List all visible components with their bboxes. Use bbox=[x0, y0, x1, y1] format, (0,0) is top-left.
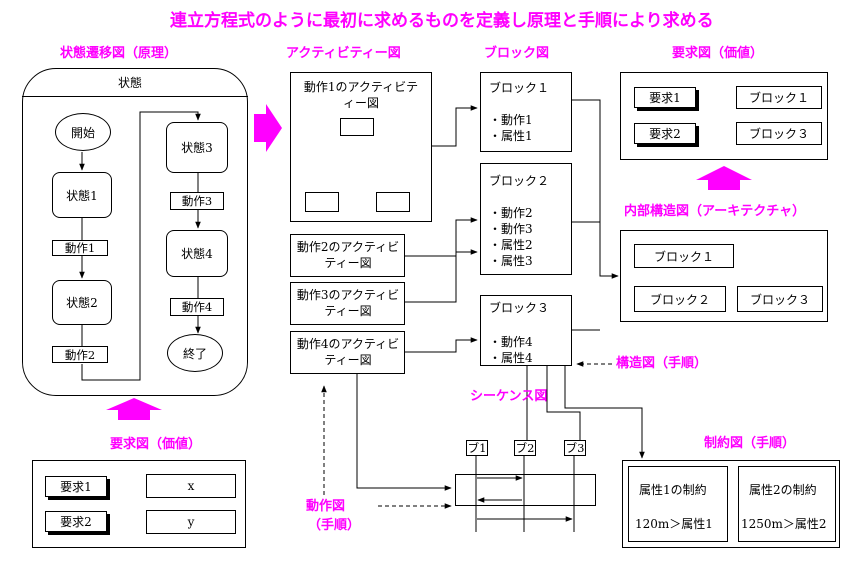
activity-4: 動作4のアクティビティー図 bbox=[290, 331, 405, 374]
block-1-name: ブロック１ bbox=[489, 81, 550, 95]
activity-2: 動作2のアクティビティー図 bbox=[290, 234, 405, 277]
state-3-label: 状態3 bbox=[181, 141, 213, 155]
activity-2-label: 動作2のアクティビティー図 bbox=[296, 240, 400, 270]
start-node: 開始 bbox=[55, 113, 111, 151]
requirement-top-b2: ブロック３ bbox=[736, 122, 822, 145]
block-2-item: ・動作3 bbox=[489, 222, 533, 236]
end-node: 終了 bbox=[167, 334, 223, 372]
constraint-1: 属性1の制約 120m＞属性1 bbox=[628, 466, 728, 542]
activity-4-label: 動作4のアクティビティー図 bbox=[296, 337, 400, 367]
constraint-2: 属性2の制約 1250m＞属性2 bbox=[738, 466, 836, 542]
block-2-item: ・属性3 bbox=[489, 254, 533, 268]
sequence-lifeline-3: ブ3 bbox=[564, 440, 586, 456]
internal-title: 内部構造図（アーキテクチャ） bbox=[624, 204, 806, 219]
action-4-label: 動作4 bbox=[181, 300, 213, 314]
block-3-item: ・属性4 bbox=[489, 351, 533, 365]
requirement-bottom-y-label: y bbox=[187, 515, 195, 529]
activity-1-branch-right bbox=[376, 192, 410, 212]
requirement-top-r2: 要求2 bbox=[634, 123, 696, 144]
constraint-title: 制約図（手順） bbox=[704, 436, 796, 451]
constraint-1-expr: 120m＞属性1 bbox=[635, 517, 713, 531]
internal-b1: ブロック１ bbox=[634, 244, 734, 268]
action-1-label: 動作1 bbox=[64, 241, 96, 255]
requirement-bottom-r1-label: 要求1 bbox=[60, 480, 92, 494]
constraint-1-name: 属性1の制約 bbox=[639, 483, 707, 497]
state-2-label: 状態2 bbox=[66, 296, 98, 310]
state-1: 状態1 bbox=[52, 172, 112, 218]
requirement-bottom-x: x bbox=[146, 474, 236, 498]
block-3-name: ブロック３ bbox=[489, 301, 550, 315]
state-3: 状態3 bbox=[166, 122, 228, 173]
block-3: ブロック３ ・動作4 ・属性4 bbox=[480, 295, 572, 366]
activity-title: アクティビティー図 bbox=[286, 46, 401, 61]
internal-b2: ブロック２ bbox=[634, 286, 726, 312]
state-container-divider bbox=[22, 96, 248, 97]
internal-b2-label: ブロック２ bbox=[649, 292, 710, 307]
block-2: ブロック２ ・動作2 ・動作3 ・属性2 ・属性3 bbox=[480, 163, 572, 275]
sequence-lifeline-3-label: ブ3 bbox=[565, 441, 585, 455]
activity-3-label: 動作3のアクティビティー図 bbox=[296, 288, 400, 318]
sequence-frame bbox=[455, 474, 596, 506]
sequence-lifeline-2: ブ2 bbox=[514, 440, 536, 456]
block-1-item: ・属性1 bbox=[489, 129, 533, 143]
state-diagram-title: 状態遷移図（原理） bbox=[60, 46, 178, 61]
constraint-2-expr: 1250m＞属性2 bbox=[741, 517, 827, 531]
requirement-bottom-x-label: x bbox=[187, 479, 195, 493]
start-label: 開始 bbox=[70, 125, 95, 140]
requirement-top-b2-label: ブロック３ bbox=[748, 127, 809, 141]
state-2: 状態2 bbox=[52, 280, 112, 325]
block-2-name: ブロック２ bbox=[489, 174, 550, 188]
requirement-top-title: 要求図（価値） bbox=[672, 46, 764, 61]
constraint-2-name: 属性2の制約 bbox=[749, 483, 817, 497]
block-2-item: ・属性2 bbox=[489, 238, 533, 252]
sequence-lifeline-1: ブ1 bbox=[466, 440, 488, 456]
block-1-item: ・動作1 bbox=[489, 113, 533, 127]
end-label: 終了 bbox=[182, 346, 207, 361]
action-2: 動作2 bbox=[52, 346, 108, 363]
action-diagram-label: 動作図 bbox=[306, 499, 346, 514]
sequence-lifeline-2-label: ブ2 bbox=[515, 441, 535, 455]
requirement-top-r1-label: 要求1 bbox=[649, 91, 681, 105]
main-title: 連立方程式のように最初に求めるものを定義し原理と手順により求める bbox=[170, 11, 714, 31]
action-4: 動作4 bbox=[170, 298, 224, 316]
state-container-label: 状態 bbox=[118, 76, 143, 90]
internal-b3: ブロック３ bbox=[737, 286, 823, 312]
block-2-item: ・動作2 bbox=[489, 206, 533, 220]
action-1: 動作1 bbox=[52, 240, 108, 256]
action-diagram-sublabel: （手順） bbox=[308, 518, 361, 533]
requirement-bottom-title: 要求図（価値） bbox=[110, 437, 202, 452]
requirement-top-r2-label: 要求2 bbox=[649, 127, 681, 141]
sequence-lifeline-1-label: ブ1 bbox=[467, 441, 487, 455]
state-4-label: 状態4 bbox=[181, 247, 213, 261]
state-4: 状態4 bbox=[166, 230, 228, 277]
internal-b1-label: ブロック１ bbox=[653, 249, 714, 264]
block-3-item: ・動作4 bbox=[489, 335, 533, 349]
requirement-top-r1: 要求1 bbox=[634, 87, 696, 108]
action-2-label: 動作2 bbox=[64, 347, 96, 362]
activity-3: 動作3のアクティビティー図 bbox=[290, 282, 405, 325]
activity-1-branch-left bbox=[305, 192, 339, 212]
activity-1-label: 動作1のアクティビティー図 bbox=[303, 80, 419, 110]
requirement-bottom-r2-label: 要求2 bbox=[60, 515, 92, 529]
state-container bbox=[22, 68, 248, 396]
activity-1-action-node bbox=[340, 118, 374, 136]
block-1: ブロック１ ・動作1 ・属性1 bbox=[480, 72, 572, 152]
action-3-label: 動作3 bbox=[181, 194, 213, 208]
sequence-title: シーケンス図 bbox=[470, 389, 548, 404]
requirement-top-b1-label: ブロック１ bbox=[748, 91, 809, 105]
requirement-bottom-r1: 要求1 bbox=[45, 476, 107, 497]
structure-label: 構造図（手順） bbox=[616, 356, 708, 371]
internal-b3-label: ブロック３ bbox=[749, 292, 810, 307]
requirement-bottom-r2: 要求2 bbox=[45, 511, 107, 532]
requirement-bottom-y: y bbox=[146, 510, 236, 534]
block-title: ブロック図 bbox=[484, 46, 550, 61]
requirement-top-b1: ブロック１ bbox=[736, 86, 822, 109]
state-1-label: 状態1 bbox=[66, 188, 98, 203]
action-3: 動作3 bbox=[170, 192, 224, 210]
